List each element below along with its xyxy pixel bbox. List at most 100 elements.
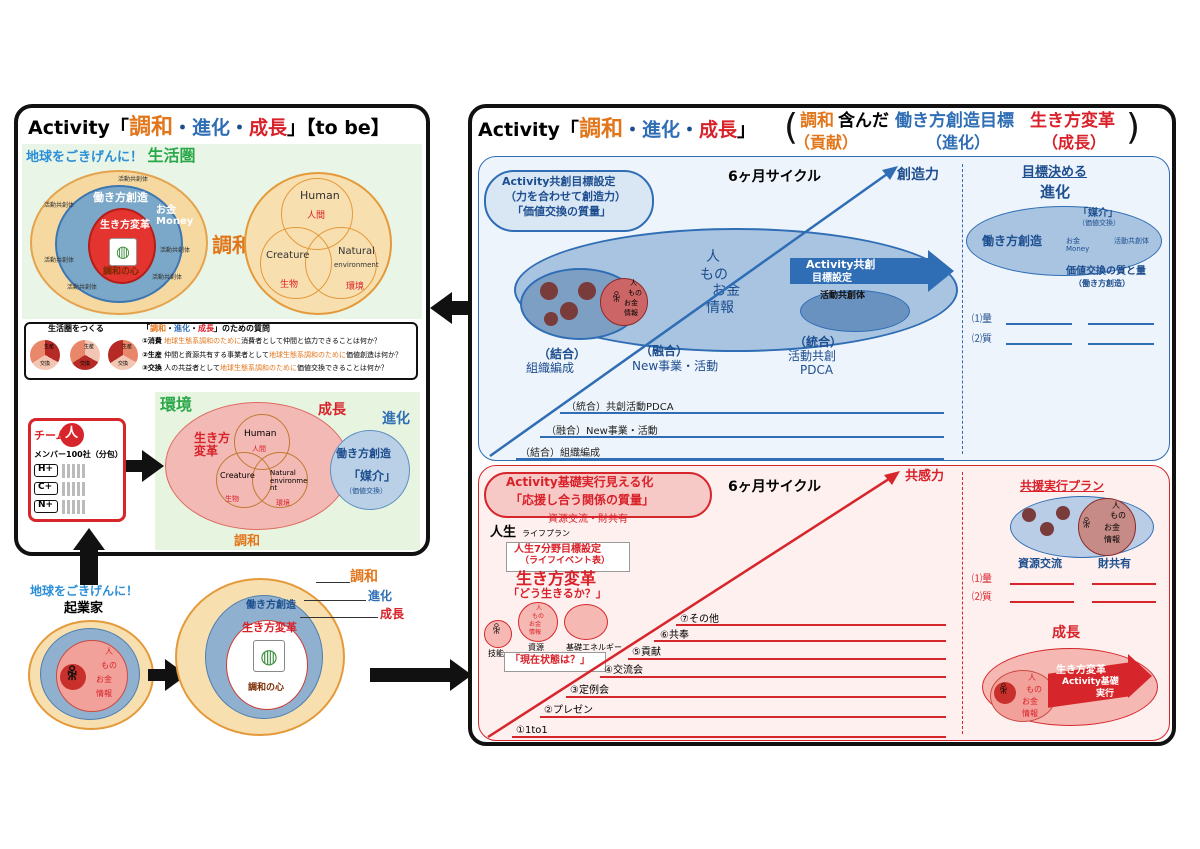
big-ikikata: 生き方変革 <box>242 621 297 634</box>
top-line-1 <box>560 412 944 414</box>
step-label-3: ⑤貢献 <box>632 647 661 658</box>
top-big-arrow-head <box>928 250 954 292</box>
eco-small-6: 活動共創体 <box>160 247 191 254</box>
top-yugo: （融合） <box>640 344 689 358</box>
bottom-diagonal-head <box>884 471 900 485</box>
step-label-2: ⑥共奉 <box>660 630 689 641</box>
top-yugo-sub: New事業・活動 <box>632 359 719 373</box>
top-cluster-dot-4 <box>544 312 558 326</box>
team-person: 人 <box>65 426 79 441</box>
step-label-1: ⑦その他 <box>680 614 719 625</box>
seicho-p3: お金 <box>1022 697 1038 706</box>
side-top-kachi: （価値交換） <box>1078 219 1120 227</box>
top-small-person-3: お金 <box>624 299 638 307</box>
bottom-divider <box>962 472 963 734</box>
arrow-team-to-env-shaft <box>126 460 144 472</box>
left-title-seicho: 成長 <box>249 117 288 139</box>
side-bottom-p2: もの <box>1110 511 1126 520</box>
top-cluster-dot-1 <box>540 282 558 300</box>
earth-icon: ◍ <box>109 238 137 266</box>
seicho-p1: 人 <box>1028 673 1036 682</box>
top-arrow-label1: Activity共創 <box>806 258 876 271</box>
team-row-h-box <box>34 464 58 477</box>
venn-creature-jp: 生物 <box>280 280 299 290</box>
side-bottom-p3: お金 <box>1104 523 1120 532</box>
bottom-doikiru: 「どう生きるか？」 <box>508 587 607 600</box>
venn-natural-text: Natural <box>338 246 375 257</box>
q3-text2: 価値交換できることは何か？ <box>296 364 388 372</box>
right-title: Activity「調和・進化・成長」 <box>478 117 756 142</box>
bottom-jinsei-sub: ライフプラン <box>522 529 570 538</box>
seicho-arrow-l3: 実行 <box>1096 689 1115 699</box>
bracket-left: ( <box>784 107 799 148</box>
big-core-label: 調和の心 <box>248 683 285 693</box>
side-top-hataraki: 働き方創造 <box>982 234 1043 248</box>
env-human-jp: 人間 <box>252 445 266 453</box>
team-grid-1 <box>62 464 86 478</box>
env-chowa: 調和 <box>234 534 261 549</box>
bottom-plan1: 人生7分野目標設定 <box>514 544 601 555</box>
eco-money: お金 Money <box>156 205 194 227</box>
side-bottom-zai: 財共有 <box>1098 557 1131 570</box>
big-hataraki: 働き方創造 <box>246 600 296 611</box>
side-bottom-ryo: ⑴量 <box>972 574 992 585</box>
q2-text2: 価値創造は何か？ <box>345 351 402 359</box>
bracket-mid: 含んだ <box>838 111 889 131</box>
top-line-3-label: （結合）組織編成 <box>520 448 600 459</box>
top-line-2 <box>540 436 944 438</box>
top-person-icon: ꆜ <box>612 291 622 305</box>
bracket-ikikata-sub: （成長） <box>1042 133 1107 152</box>
top-diagonal-arrow <box>489 166 898 458</box>
left-subtitle-rainbow: 地球をごきげんに！ <box>26 150 144 165</box>
arrow-up-shaft <box>80 545 98 585</box>
team-row-h: H+ <box>38 464 54 474</box>
side-top-katsudo: 活動共創体 <box>1114 237 1149 245</box>
top-goal-l1: Activity共創目標設定 <box>502 175 616 188</box>
kigyoka-person-icon: ꆜ <box>66 665 79 684</box>
bottom-ikikata: 生き方変革 <box>516 569 597 588</box>
env-creature-jp: 生物 <box>225 495 239 503</box>
bottom-kigyoka: 起業家 <box>64 601 104 616</box>
seicho-p2: もの <box>1026 685 1042 694</box>
left-title: Activity「調和・進化・成長」【to be】 <box>28 115 390 140</box>
right-title-dot2: ・ <box>679 119 699 141</box>
eco-small-2: 活動共創体 <box>44 257 75 264</box>
team-row-n: N+ <box>38 500 54 510</box>
top-center-2: もの <box>700 267 728 283</box>
eco-core-label: 調和の心 <box>103 267 140 277</box>
qh-c2: 進化 <box>174 324 190 333</box>
bottom-res-3: お金 <box>529 621 542 628</box>
bottom-genzai: 「現在状態は？」 <box>510 655 590 666</box>
left-title-chowa: 調和 <box>128 115 173 140</box>
side-top-shitsu: ⑵質 <box>972 334 992 345</box>
side-top-q2: （働き方創造） <box>1074 279 1130 288</box>
bottom-goal-l1: Activity基礎実行見える化 <box>506 475 654 489</box>
env-natural: Natural environme nt <box>270 469 308 493</box>
side-bottom-title: 共援実行プラン <box>1020 479 1105 493</box>
pie-2 <box>70 340 100 370</box>
pie-2-bottom: 交換 <box>80 361 91 367</box>
side-top-q1: 価値交換の質と量 <box>1066 266 1146 277</box>
q1-hl: 地球生態系調和のために <box>164 337 242 345</box>
top-goal-l3: 「価値交換の質量」 <box>512 205 611 218</box>
q1-label: ①消費 <box>142 337 162 345</box>
top-line-1-label: （統合）共創活動PDCA <box>566 402 674 413</box>
top-togo: （統合） <box>794 335 843 349</box>
seicho-arrow-l2: Activity基礎 <box>1062 677 1119 687</box>
kigyoka-core <box>56 640 128 712</box>
side-bottom-person-circle <box>1078 498 1136 556</box>
env-kankyo: 環境 <box>160 395 193 414</box>
right-title-dot1: ・ <box>622 119 642 141</box>
team-row-c: C+ <box>38 482 53 492</box>
top-small-person-1: 人 <box>630 279 637 287</box>
left-subtitle-green: 生活圏 <box>147 146 196 165</box>
step-label-4: ④交流会 <box>604 665 643 676</box>
pie-3-bottom: 交換 <box>118 361 129 367</box>
eco-hataraki: 働き方創造 <box>93 191 148 204</box>
left-title-suffix: 」【to be】 <box>287 117 390 139</box>
top-cycle: 6ヶ月サイクル <box>728 169 822 185</box>
qh-c3: 成長 <box>198 324 214 333</box>
side-top-ryo-line-1 <box>1006 323 1072 325</box>
top-line-3 <box>516 458 944 460</box>
big-chowa: 調和 <box>350 569 378 585</box>
